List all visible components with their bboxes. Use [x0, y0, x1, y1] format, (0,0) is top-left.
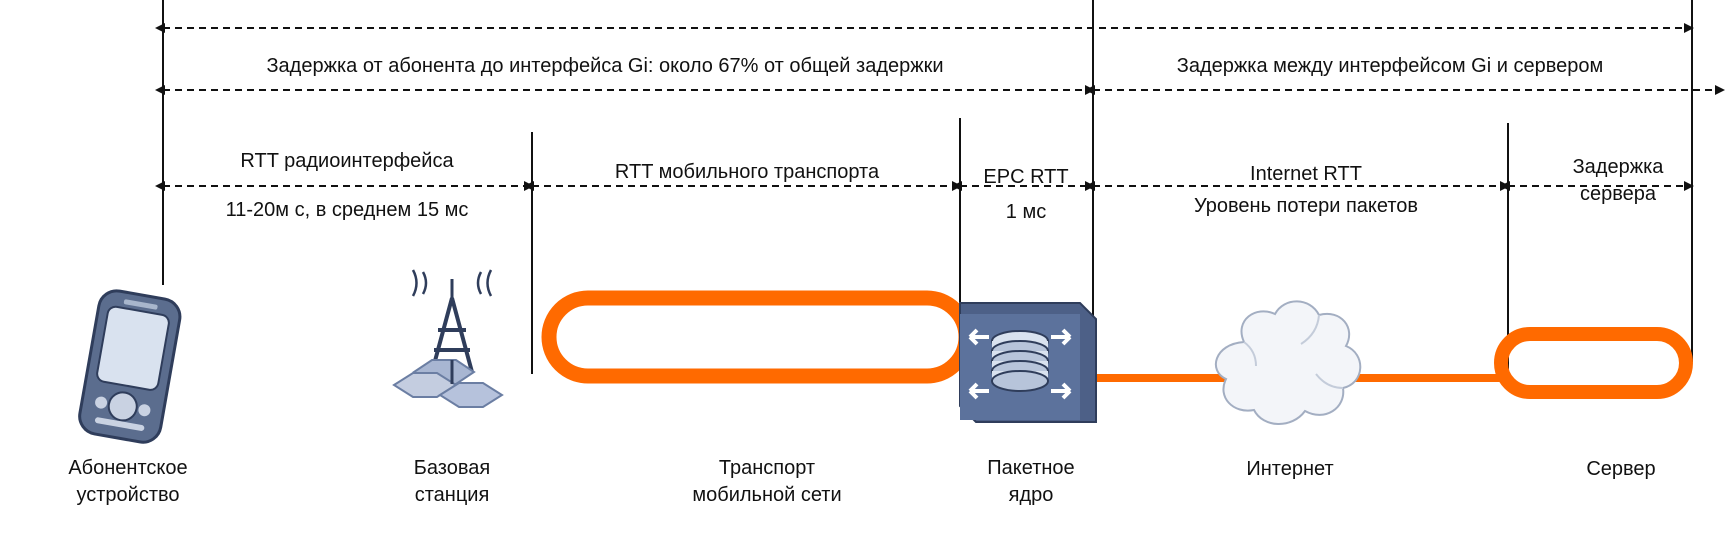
server-loop-pipe	[1494, 327, 1693, 399]
base-station-node-line-1: Базовая	[413, 457, 491, 479]
mobile-transport-node-line-1: Транспорт	[718, 457, 816, 479]
radio-rtt-label: RTT радиоинтерфейса	[240, 150, 454, 172]
server-delay-line-2: сервера	[1579, 182, 1656, 205]
base-station-node-label: Базовая станция	[387, 455, 517, 508]
top-gi-server-latency-label: Задержка между интерфейсом Gi и сервером	[1176, 55, 1604, 77]
base-station-icon	[392, 269, 504, 408]
mobile-transport-pipe	[541, 290, 974, 384]
mobile-transport-node-label: Транспорт мобильной сети	[662, 455, 872, 508]
packet-core-node-label: Пакетное ядро	[966, 455, 1096, 508]
epc-rtt-label: EPC RTT	[983, 166, 1069, 188]
server-delay-label: Задержка сервера	[1558, 154, 1678, 207]
server-delay-line-1: Задержка	[1572, 156, 1664, 178]
internet-node-label: Интернет	[1246, 458, 1334, 480]
subscriber-node-label: Абонентское устройство	[43, 455, 213, 508]
server-node-label: Сервер	[1586, 458, 1656, 480]
packet-loss-label: Уровень потери пакетов	[1193, 195, 1419, 217]
mobile-transport-node-line-2: мобильной сети	[692, 483, 842, 506]
epc-rtt-value: 1 мс	[1005, 201, 1047, 223]
packet-core-node-line-2: ядро	[1008, 483, 1054, 506]
base-station-node-line-2: станция	[414, 483, 490, 506]
mobile-transport-rtt-label: RTT мобильного транспорта	[614, 161, 880, 183]
packet-core-icon	[959, 302, 1097, 423]
radio-rtt-value: 11-20м с, в среднем 15 мс	[225, 199, 469, 221]
packet-core-node-line-1: Пакетное	[987, 457, 1075, 479]
mobile-device-icon	[78, 289, 182, 444]
subscriber-node-line-2: устройство	[76, 483, 180, 506]
internet-cloud-icon	[1215, 300, 1362, 425]
internet-rtt-label: Internet RTT	[1250, 163, 1362, 185]
top-total-latency-label: Задержка от абонента до интерфейса Gi: о…	[266, 55, 944, 77]
subscriber-node-line-1: Абонентское	[68, 457, 188, 479]
